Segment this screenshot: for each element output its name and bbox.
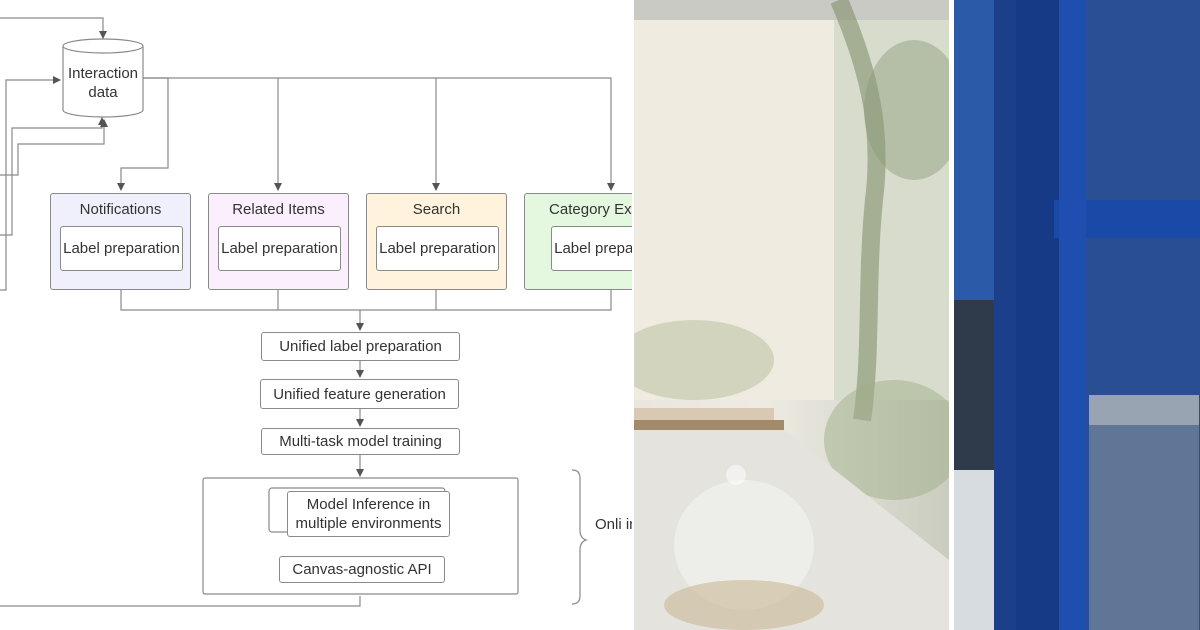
database-label: Interaction data [67, 65, 139, 101]
online-infra-brace [571, 469, 588, 605]
unified-feature-generation-box: Unified feature generation [260, 379, 459, 409]
online-infra-label: Onli infras [595, 516, 632, 533]
label-preparation-box: Label preparation [60, 226, 183, 271]
card-notifications: Notifications Label preparation [50, 193, 191, 290]
label-preparation-box: Label preparation [551, 226, 632, 271]
blue-window-illustration [954, 0, 1200, 630]
canvas-agnostic-api-box: Canvas-agnostic API [279, 556, 445, 583]
model-inference-box: Model Inference in multiple environments [287, 491, 450, 537]
card-related-items: Related Items Label preparation [208, 193, 349, 290]
multitask-training-box: Multi-task model training [261, 428, 460, 455]
interaction-data-database [62, 38, 144, 118]
card-title: Notifications [79, 201, 162, 218]
unified-label-preparation-box: Unified label preparation [261, 332, 460, 361]
label-preparation-box: Label preparation [218, 226, 341, 271]
architecture-diagram: Interaction data Notifications Label pre… [0, 17, 632, 607]
card-search: Search Label preparation [366, 193, 507, 290]
fanout-connectors [117, 77, 615, 191]
card-title: Related Items [232, 201, 325, 218]
card-category-explore: Category Exp Label preparation [524, 193, 632, 290]
table-scene-illustration [634, 0, 949, 630]
card-title: Category Exp [549, 201, 632, 218]
photo-blue-window [954, 0, 1200, 630]
card-title: Search [412, 201, 461, 218]
feedback-connectors [0, 17, 361, 607]
photo-table-by-window [634, 0, 949, 630]
label-preparation-box: Label preparation [376, 226, 499, 271]
